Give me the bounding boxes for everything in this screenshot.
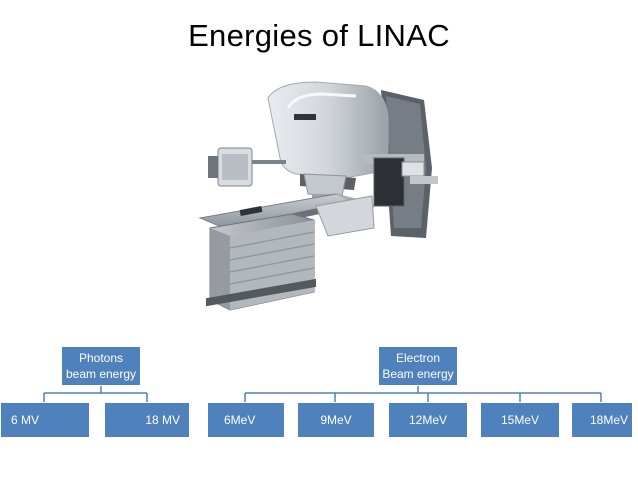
electron-energy-label: 6MeV — [224, 413, 256, 427]
electron-energy-18mev: 18MeV — [571, 402, 633, 438]
electron-energy-15mev: 15MeV — [480, 402, 560, 438]
electron-beam-energy-box: Electron Beam energy — [378, 346, 458, 386]
slide-title: Energies of LINAC — [188, 18, 450, 53]
electron-energy-label: 9MeV — [320, 413, 352, 427]
electron-energy-6mev: 6MeV — [207, 402, 285, 438]
electron-energy-label: 12MeV — [408, 413, 448, 427]
photon-energy-6mv: 6 MV — [0, 402, 90, 438]
photons-beam-energy-box: Photons beam energy — [61, 346, 141, 386]
electron-label-line2: Beam energy — [382, 367, 454, 381]
electron-label-line1: Electron — [395, 351, 441, 365]
photons-label-line2: beam energy — [65, 367, 137, 381]
electron-energy-12mev: 12MeV — [388, 402, 468, 438]
photon-energy-18mv: 18 MV — [104, 402, 190, 438]
electron-energy-label: 18MeV — [589, 413, 628, 427]
photons-label-line1: Photons — [78, 351, 124, 365]
electron-energy-9mev: 9MeV — [297, 402, 375, 438]
photon-energy-label: 6 MV — [11, 413, 40, 427]
electron-energy-label: 15MeV — [500, 413, 540, 427]
photon-energy-label: 18 MV — [145, 413, 180, 427]
linac-machine-icon — [198, 81, 438, 311]
